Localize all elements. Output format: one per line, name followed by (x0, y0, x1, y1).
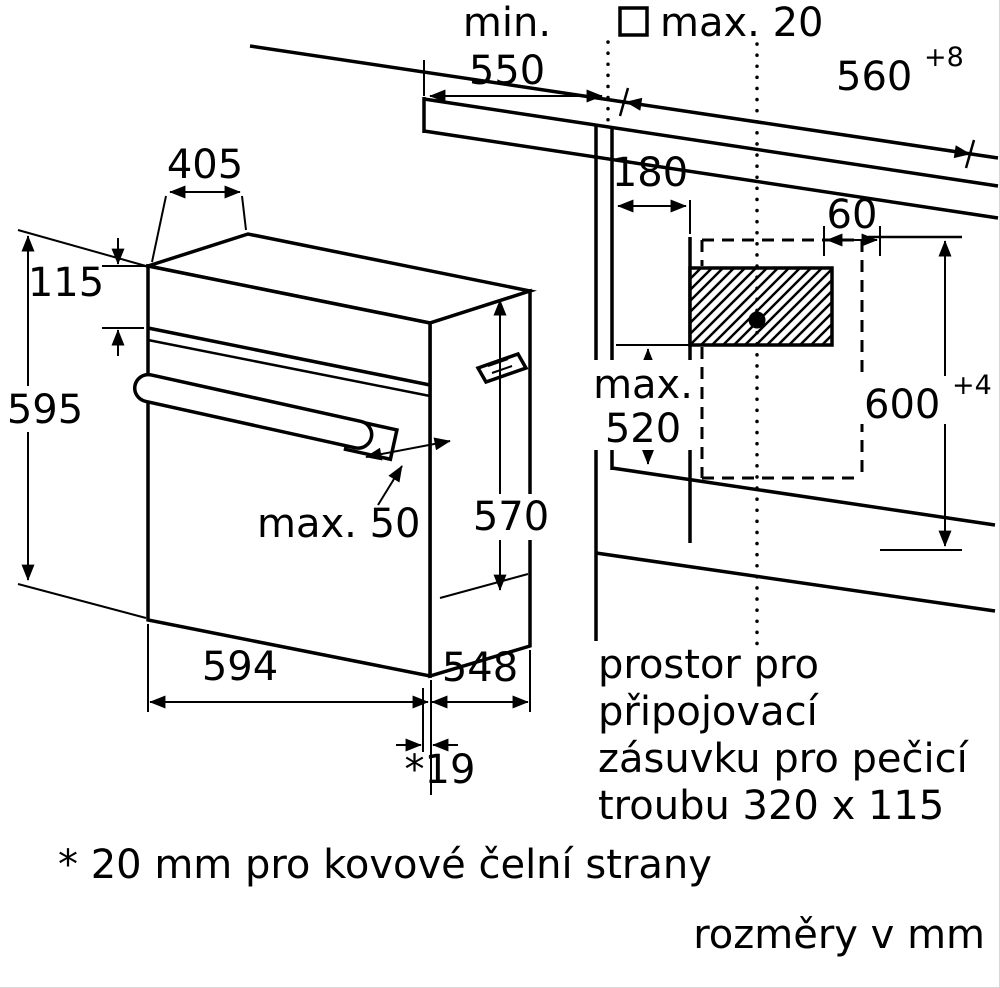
dim-520-value: 520 (605, 406, 681, 452)
dim-max-50: max. 50 (257, 437, 451, 547)
dim-405-value: 405 (167, 142, 243, 188)
cabinet-bottom (595, 466, 996, 613)
dim-570: 570 (472, 299, 550, 591)
dim-115: 115 (28, 238, 144, 356)
footnote: * 20 mm pro kovové čelní strany (58, 842, 712, 888)
oven-body (133, 232, 537, 679)
dim-max-520: max. 520 (593, 344, 694, 465)
dim-180-value: 180 (612, 150, 688, 196)
dim-19-value: *19 (405, 747, 476, 793)
dim-570-value: 570 (473, 494, 549, 540)
dim-60: 60 (823, 192, 881, 256)
centerlines (606, 40, 759, 648)
dim-548-value: 548 (442, 645, 518, 691)
dim-595: 595 (7, 229, 147, 619)
gap-square-symbol (618, 6, 649, 37)
socket-note-line2: připojovací (598, 689, 820, 735)
oven-front-face (146, 263, 432, 679)
dim-115-value: 115 (28, 260, 104, 306)
socket-note-line4: troubu 320 x 115 (598, 783, 944, 829)
socket-note-line3: zásuvku pro pečicí (598, 736, 970, 782)
socket-note: prostor pro připojovací zásuvku pro peči… (598, 642, 970, 829)
dim-594-value: 594 (202, 644, 278, 690)
dim-max-label: max. (593, 362, 693, 408)
dim-600-tolerance: +4 (952, 370, 992, 401)
dim-600-value: 600 (864, 382, 940, 428)
socket-space (688, 266, 834, 347)
dim-60-value: 60 (827, 192, 878, 238)
dim-19: *19 (396, 680, 475, 795)
dim-560-value: 560 (836, 54, 912, 100)
dim-max20-value: max. 20 (660, 0, 823, 46)
dim-560-tolerance: +8 (924, 42, 964, 73)
dim-600: 600 +4 (860, 235, 998, 551)
units-label: rozměry v mm (693, 912, 985, 958)
oven-right-face (428, 288, 532, 679)
socket-hatching (689, 267, 833, 346)
dim-548: 548 (431, 645, 531, 712)
dim-595-value: 595 (7, 387, 83, 433)
socket-note-line1: prostor pro (598, 642, 819, 688)
dim-405: 405 (151, 142, 247, 263)
dim-560: 560 +8 (618, 42, 976, 169)
dim-max50-value: max. 50 (257, 501, 420, 547)
dim-min-550: min. 550 (423, 0, 603, 103)
dim-550-value: 550 (469, 48, 545, 94)
socket-point (748, 311, 766, 329)
dim-min-label: min. (463, 0, 551, 46)
dim-max-20: max. 20 (618, 0, 823, 46)
dim-594: 594 (147, 624, 429, 712)
dim-180: 180 (612, 150, 691, 234)
